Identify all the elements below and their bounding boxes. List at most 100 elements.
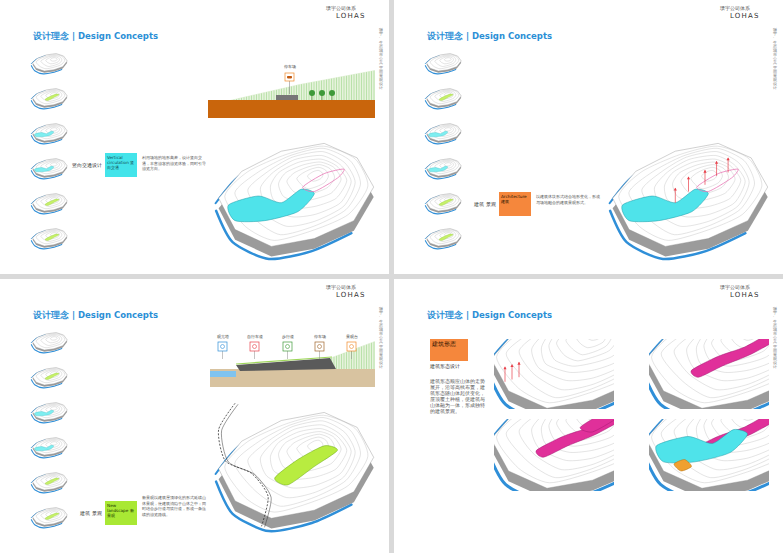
contour-line xyxy=(430,90,459,104)
hill-hatch xyxy=(366,72,367,100)
terrain-model xyxy=(425,124,461,144)
contour-line xyxy=(225,146,368,240)
hill-hatch xyxy=(369,344,370,369)
contour-line xyxy=(50,58,57,61)
terrain-top xyxy=(32,333,67,350)
brand-logo: LOHAS xyxy=(730,12,760,21)
green-roof xyxy=(236,357,332,364)
slide-page xyxy=(394,279,783,553)
terrain-crop xyxy=(649,339,769,409)
hill-hatch xyxy=(266,92,267,100)
terrain-model xyxy=(425,229,461,249)
page-art xyxy=(487,302,783,501)
car-icon xyxy=(287,76,292,78)
hill-hatch xyxy=(339,355,340,369)
terrain-top xyxy=(32,89,67,106)
contour-line xyxy=(541,339,614,372)
parking-sign xyxy=(285,73,294,81)
contour-line xyxy=(41,230,62,241)
side-note: 骊宇·生态城市公共空间景观设计 xyxy=(379,307,383,370)
page-title: 设计理念 | Design Concepts xyxy=(33,31,158,42)
contour-line xyxy=(297,167,329,189)
highlight-zone xyxy=(674,459,692,471)
hill-hatch xyxy=(329,79,330,100)
body-note: 以建筑体块形式结合地形变化，形成与场地融合的建筑景观形式。 xyxy=(536,194,602,205)
contour-line xyxy=(50,128,57,131)
terrain-top xyxy=(426,194,461,211)
brand-logo: LOHAS xyxy=(336,12,366,21)
contour-line xyxy=(577,339,607,348)
contour-line xyxy=(50,442,57,445)
contour-line xyxy=(440,57,454,64)
terrain-top xyxy=(426,124,461,141)
hill-hatch xyxy=(246,97,247,100)
sign-icon xyxy=(318,345,322,349)
page-art xyxy=(210,341,375,531)
terrain-top xyxy=(219,143,374,246)
hill-hatch xyxy=(271,91,272,100)
hill-hatch xyxy=(374,342,375,369)
hill-hatch xyxy=(374,71,375,100)
contour-line xyxy=(566,339,612,355)
page-art xyxy=(31,333,67,528)
contour-line xyxy=(430,230,459,244)
contour-line xyxy=(260,425,351,488)
info-sign xyxy=(283,342,292,351)
hill-hatch xyxy=(259,94,260,100)
highlight-zone xyxy=(656,429,748,463)
contour-line xyxy=(444,163,451,166)
hill-hatch xyxy=(299,85,300,100)
hill-hatch xyxy=(274,90,275,100)
hill-hatch xyxy=(256,94,257,100)
box-heading: 建筑 景观 xyxy=(80,510,102,516)
tree-symbol xyxy=(329,90,335,96)
contour-line xyxy=(506,339,614,398)
contour-line xyxy=(307,170,322,181)
terrain-model xyxy=(31,229,67,249)
view-arrow xyxy=(517,362,520,365)
sign-pole xyxy=(319,351,320,359)
hill-hatch xyxy=(346,76,347,100)
highlight-zone xyxy=(45,199,59,206)
hill-hatch xyxy=(239,98,240,100)
hill-hatch xyxy=(301,84,302,100)
terrain-model xyxy=(31,438,67,458)
box-label: 建筑形态 xyxy=(432,341,466,348)
view-arrow xyxy=(674,188,677,191)
terrain-crop xyxy=(494,419,614,491)
side-note: 骊宇·生态城市公共空间景观设计 xyxy=(773,28,777,91)
contour-line xyxy=(435,195,456,206)
hill-hatch xyxy=(309,83,310,100)
hill-hatch xyxy=(371,71,372,100)
body-note: 利用场地的地形高差，设计竖向交通，丰富游客的游览体验，同时引导游览方向。 xyxy=(142,155,208,172)
hill-hatch xyxy=(249,96,250,100)
highlight-zone xyxy=(580,419,614,432)
contour-line xyxy=(549,339,614,366)
hill-hatch xyxy=(326,80,327,100)
terrain-top xyxy=(649,419,769,488)
contour-line xyxy=(36,334,65,348)
tree-symbol xyxy=(319,90,325,96)
highlight-zone xyxy=(35,445,54,451)
terrain-crop xyxy=(494,339,614,409)
sign-pole xyxy=(222,351,223,359)
contour-line xyxy=(41,369,62,380)
contour-line xyxy=(557,339,614,361)
contour-line xyxy=(248,421,355,498)
view-arrow xyxy=(703,170,706,173)
info-sign xyxy=(218,342,227,351)
contour-line xyxy=(430,195,459,209)
sign-icon xyxy=(221,345,225,349)
contour-line xyxy=(435,90,456,101)
contour-line xyxy=(674,339,769,390)
hill-hatch xyxy=(244,97,245,100)
highlight-zone xyxy=(439,199,453,206)
terrain-top xyxy=(494,419,614,488)
hill-hatch xyxy=(361,73,362,100)
highlight-zone xyxy=(45,513,59,520)
hill-hatch xyxy=(331,79,332,100)
hill-hatch xyxy=(354,74,355,100)
sign-icon xyxy=(286,345,290,349)
hill-hatch xyxy=(306,83,307,100)
